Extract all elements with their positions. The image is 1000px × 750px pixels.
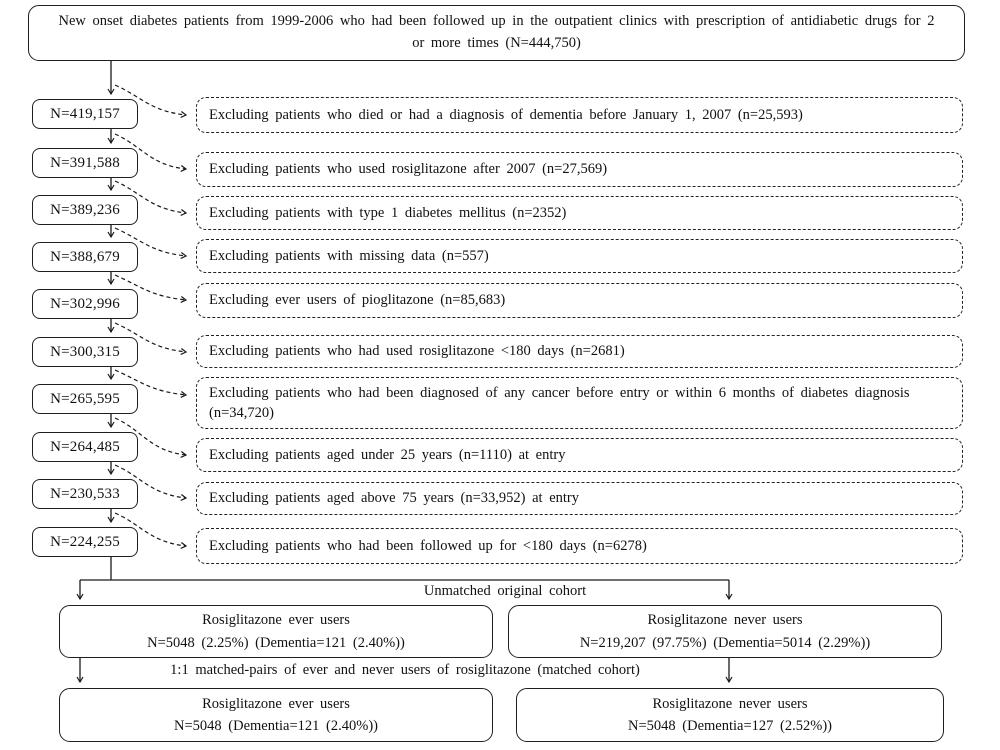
- n-value: N=265,595: [50, 390, 120, 407]
- n-value: N=419,157: [50, 105, 120, 122]
- exclusion-text: Excluding patients who had been diagnose…: [209, 384, 910, 421]
- unmatched-ever-users-box: Rosiglitazone ever users N=5048 (2.25%) …: [59, 605, 493, 658]
- cohort-stats: N=5048 (2.25%) (Dementia=121 (2.40%)): [147, 634, 405, 651]
- source-population-box: New onset diabetes patients from 1999-20…: [28, 5, 965, 61]
- exclusion-text: Excluding patients aged under 25 years (…: [209, 446, 566, 463]
- n-box-3: N=389,236: [32, 195, 138, 225]
- cohort-stats: N=219,207 (97.75%) (Dementia=5014 (2.29%…: [579, 634, 871, 651]
- cohort-title: Rosiglitazone ever users: [202, 612, 350, 629]
- exclusion-box-8: Excluding patients aged under 25 years (…: [196, 438, 963, 472]
- n-box-2: N=391,588: [32, 148, 138, 178]
- n-box-1: N=419,157: [32, 99, 138, 129]
- exclusion-text: Excluding ever users of pioglitazone (n=…: [209, 292, 506, 309]
- n-value: N=388,679: [50, 248, 120, 265]
- exclusion-box-7: Excluding patients who had been diagnose…: [196, 377, 963, 429]
- exclusion-box-5: Excluding ever users of pioglitazone (n=…: [196, 283, 963, 318]
- cohort-stats: N=5048 (Dementia=127 (2.52%)): [628, 718, 832, 734]
- exclusion-text: Excluding patients with missing data (n=…: [209, 247, 489, 264]
- exclusion-box-1: Excluding patients who died or had a dia…: [196, 97, 963, 133]
- cohort-stats: N=5048 (Dementia=121 (2.40%)): [174, 718, 378, 734]
- matched-never-users-box: Rosiglitazone never users N=5048 (Dement…: [516, 688, 944, 742]
- n-box-8: N=264,485: [32, 432, 138, 462]
- exclusion-box-2: Excluding patients who used rosiglitazon…: [196, 152, 963, 187]
- n-box-10: N=224,255: [32, 527, 138, 557]
- exclusion-text: Excluding patients with type 1 diabetes …: [209, 204, 567, 221]
- exclusion-text: Excluding patients who used rosiglitazon…: [209, 161, 608, 178]
- exclusion-box-9: Excluding patients aged above 75 years (…: [196, 482, 963, 515]
- cohort-title: Rosiglitazone never users: [652, 695, 808, 712]
- exclusion-connectors: [114, 84, 188, 549]
- n-box-7: N=265,595: [32, 384, 138, 414]
- cohort-title: Rosiglitazone never users: [647, 612, 803, 629]
- n-value: N=302,996: [50, 295, 120, 312]
- exclusion-box-6: Excluding patients who had used rosiglit…: [196, 335, 963, 368]
- n-value: N=391,588: [50, 154, 120, 171]
- source-population-text: New onset diabetes patients from 1999-20…: [58, 13, 935, 51]
- unmatched-cohort-label: Unmatched original cohort: [420, 583, 590, 600]
- n-box-9: N=230,533: [32, 479, 138, 509]
- n-value: N=224,255: [50, 533, 120, 550]
- exclusion-text: Excluding patients who died or had a dia…: [209, 106, 803, 123]
- n-value: N=389,236: [50, 201, 120, 218]
- cohort-title: Rosiglitazone ever users: [202, 695, 350, 712]
- exclusion-text: Excluding patients aged above 75 years (…: [209, 490, 580, 507]
- cohort-branch-lines: [76, 557, 733, 684]
- matched-cohort-label: 1:1 matched-pairs of ever and never user…: [167, 662, 643, 679]
- exclusion-box-4: Excluding patients with missing data (n=…: [196, 239, 963, 273]
- n-box-4: N=388,679: [32, 242, 138, 272]
- exclusion-box-10: Excluding patients who had been followed…: [196, 528, 963, 564]
- n-box-6: N=300,315: [32, 337, 138, 367]
- n-box-5: N=302,996: [32, 289, 138, 319]
- exclusion-text: Excluding patients who had used rosiglit…: [209, 343, 625, 360]
- n-value: N=264,485: [50, 438, 120, 455]
- n-value: N=300,315: [50, 343, 120, 360]
- matched-ever-users-box: Rosiglitazone ever users N=5048 (Dementi…: [59, 688, 493, 742]
- exclusion-box-3: Excluding patients with type 1 diabetes …: [196, 196, 963, 230]
- n-value: N=230,533: [50, 485, 120, 502]
- unmatched-never-users-box: Rosiglitazone never users N=219,207 (97.…: [508, 605, 942, 658]
- exclusion-text: Excluding patients who had been followed…: [209, 537, 647, 554]
